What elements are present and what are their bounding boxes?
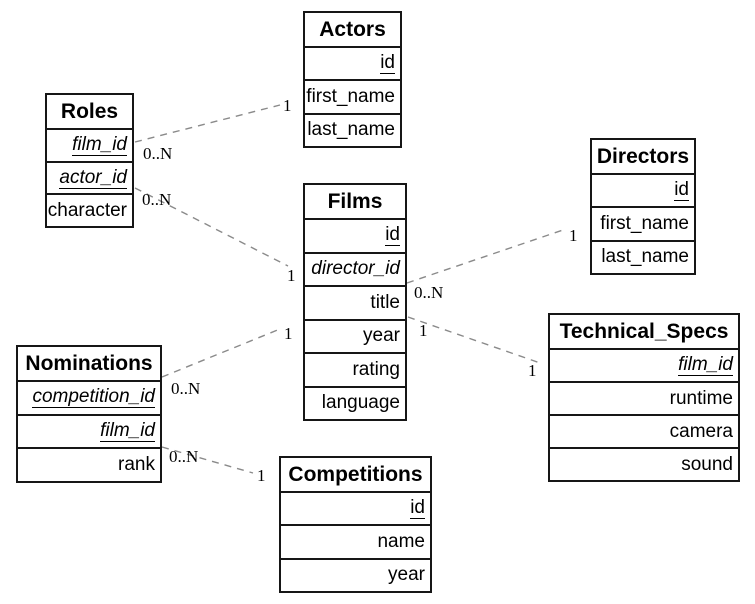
field-roles-film-id: film_id bbox=[47, 128, 132, 161]
entity-films[interactable]: Films id director_id title year rating l… bbox=[303, 183, 407, 421]
entity-directors-title: Directors bbox=[596, 144, 690, 168]
field-technical-specs-camera: camera bbox=[550, 414, 738, 447]
field-technical-specs-film-id: film_id bbox=[550, 348, 738, 381]
field-films-language: language bbox=[305, 385, 405, 420]
cardinality-nominations-films-at-films: 1 bbox=[284, 324, 293, 343]
cardinality-films-directors-at-directors: 1 bbox=[569, 226, 578, 245]
relationship-line-roles-actors bbox=[134, 104, 281, 143]
field-directors-first-name: first_name bbox=[592, 206, 694, 239]
entity-technical-specs-title: Technical_Specs bbox=[559, 319, 729, 343]
relationship-line-films-technical-specs bbox=[407, 316, 544, 365]
cardinality-nominations-films-at-nominations: 0..N bbox=[171, 379, 201, 398]
relationship-line-nominations-films bbox=[161, 328, 281, 378]
field-nominations-film-id: film_id bbox=[18, 413, 160, 448]
cardinality-films-technical-specs-at-films: 1 bbox=[419, 321, 428, 340]
field-competitions-name: name bbox=[281, 524, 430, 557]
cardinality-roles-actors-at-actors: 1 bbox=[283, 96, 292, 115]
cardinality-films-technical-specs-at-technical-specs: 1 bbox=[528, 361, 537, 380]
field-films-rating: rating bbox=[305, 352, 405, 386]
field-nominations-rank: rank bbox=[18, 447, 160, 481]
field-films-year: year bbox=[305, 318, 405, 353]
field-films-title: title bbox=[305, 285, 405, 319]
cardinality-films-directors-at-films: 0..N bbox=[414, 283, 444, 302]
cardinality-roles-actors-at-roles: 0..N bbox=[143, 144, 173, 163]
field-technical-specs-sound: sound bbox=[550, 447, 738, 480]
field-competitions-year: year bbox=[281, 557, 430, 591]
entity-competitions-title: Competitions bbox=[288, 462, 423, 486]
field-films-director-id: director_id bbox=[305, 251, 405, 286]
field-roles-actor-id: actor_id bbox=[47, 160, 132, 194]
entity-technical-specs[interactable]: Technical_Specs film_id runtime camera s… bbox=[548, 313, 740, 482]
cardinality-roles-films-at-films: 1 bbox=[287, 266, 296, 285]
cardinality-nominations-competitions-at-competitions: 1 bbox=[257, 466, 266, 485]
entity-roles-title: Roles bbox=[60, 99, 119, 123]
entity-nominations[interactable]: Nominations competition_id film_id rank bbox=[16, 345, 162, 483]
field-actors-id: id bbox=[305, 46, 400, 79]
field-technical-specs-runtime: runtime bbox=[550, 381, 738, 414]
field-directors-last-name: last_name bbox=[592, 239, 694, 273]
field-nominations-competition-id: competition_id bbox=[18, 380, 160, 414]
entity-nominations-title: Nominations bbox=[25, 351, 153, 375]
entity-actors-title: Actors bbox=[319, 17, 386, 41]
entity-roles[interactable]: Roles film_id actor_id character bbox=[45, 93, 134, 228]
cardinality-nominations-competitions-at-nominations: 0..N bbox=[169, 447, 199, 466]
entity-directors[interactable]: Directors id first_name last_name bbox=[590, 138, 696, 275]
field-competitions-id: id bbox=[281, 491, 430, 524]
field-roles-character: character bbox=[47, 193, 132, 226]
entity-films-title: Films bbox=[327, 189, 383, 213]
relationship-line-films-directors bbox=[406, 228, 567, 284]
entity-actors[interactable]: Actors id first_name last_name bbox=[303, 11, 402, 148]
field-actors-last-name: last_name bbox=[305, 112, 400, 146]
cardinality-roles-films-at-roles: 0..N bbox=[142, 190, 172, 209]
entity-competitions[interactable]: Competitions id name year bbox=[279, 456, 432, 593]
field-directors-id: id bbox=[592, 173, 694, 206]
field-actors-first-name: first_name bbox=[305, 79, 400, 112]
field-films-id: id bbox=[305, 218, 405, 252]
